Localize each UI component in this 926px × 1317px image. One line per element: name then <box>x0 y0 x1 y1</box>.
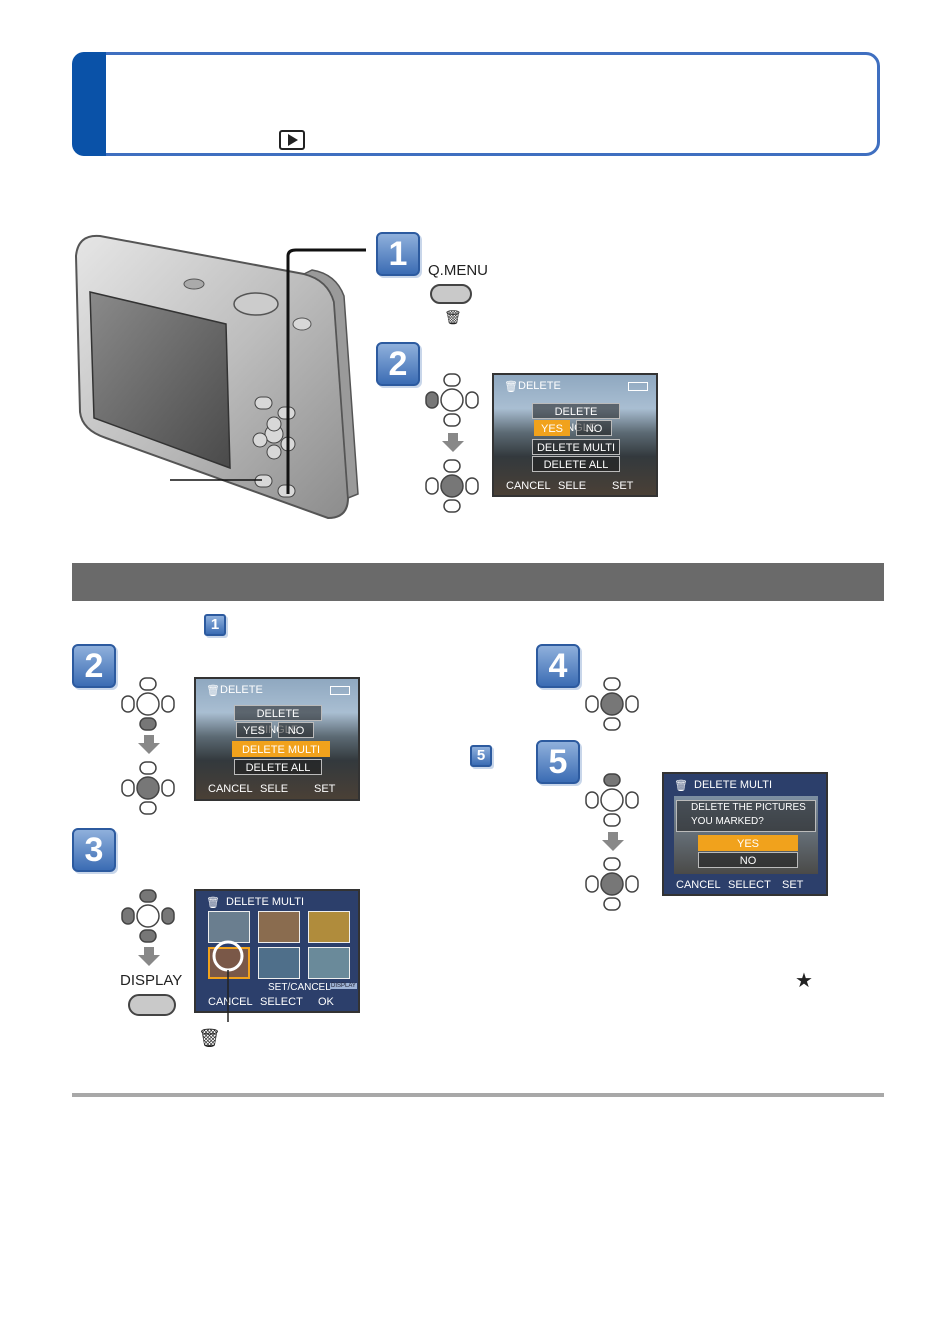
lcd-footer-set: SET <box>612 480 634 492</box>
cursor-pad-down[interactable] <box>120 676 180 736</box>
lcd-footer-cancel: CANCEL <box>208 996 253 1008</box>
menu-delete-all[interactable]: DELETE ALL <box>234 759 322 775</box>
qmenu-label: Q.MENU <box>428 262 488 279</box>
option-yes[interactable]: YES <box>534 420 570 436</box>
cursor-pad-all[interactable] <box>120 888 180 948</box>
menu-delete-multi[interactable]: DELETE MULTI <box>532 439 620 455</box>
lcd-title: DELETE <box>220 684 263 696</box>
option-yes[interactable]: YES <box>236 722 272 738</box>
option-no[interactable]: NO <box>698 852 798 868</box>
lcd-footer-set: SET <box>782 879 804 891</box>
step-2-badge-lower: 2 <box>72 644 116 688</box>
lcd-footer-select: SELE <box>558 480 587 492</box>
cursor-pad-set[interactable] <box>424 458 484 518</box>
lcd-footer-cancel: CANCEL <box>208 783 253 795</box>
lcd-confirm-delete: 🗑 DELETE MULTI DELETE THE PICTURES YOU M… <box>662 772 828 896</box>
battery-icon <box>628 382 648 391</box>
title-accent-stripe <box>72 52 106 156</box>
arrow-down-head <box>138 743 160 754</box>
option-no[interactable]: NO <box>278 722 314 738</box>
cursor-pad-left[interactable] <box>424 372 484 432</box>
display-tag: DISPLAY <box>330 983 357 989</box>
arrow-down-icon <box>608 832 618 840</box>
arrow-down-icon <box>144 947 154 955</box>
lcd-title: DELETE MULTI <box>226 896 305 908</box>
step-1-badge: 1 <box>376 232 420 276</box>
battery-icon <box>330 686 350 695</box>
display-label: DISPLAY <box>120 972 183 989</box>
cursor-pad-set[interactable] <box>584 856 644 916</box>
lcd-footer-select: SELECT <box>260 996 303 1008</box>
lcd-footer-ok: OK <box>318 996 334 1008</box>
arrow-down-head <box>602 840 624 851</box>
menu-delete-single[interactable]: DELETE SINGLE <box>532 403 620 434</box>
lcd-trash-icon: 🗑 <box>206 897 220 909</box>
lcd-footer-set: SET <box>314 783 336 795</box>
step-5-badge: 5 <box>536 740 580 784</box>
confirm-question: DELETE THE PICTURES YOU MARKED? <box>676 800 816 832</box>
lcd-footer-select: SELECT <box>728 879 771 891</box>
lcd-trash-icon: 🗑 <box>206 685 220 697</box>
cursor-pad-set[interactable] <box>120 760 180 820</box>
delete-mark-icon: 🗑 <box>198 1028 221 1048</box>
step-4-badge: 4 <box>536 644 580 688</box>
lcd-trash-icon: 🗑 <box>504 381 518 393</box>
arrow-down-head <box>138 955 160 966</box>
lcd-delete-multi-grid: 🗑 DELETE MULTI SET/CANCEL DISPLAY CANCEL… <box>194 889 360 1013</box>
thumbnail[interactable] <box>308 911 350 943</box>
lcd-footer-cancel: CANCEL <box>506 480 551 492</box>
lcd-footer-select: SELE <box>260 783 289 795</box>
ref-step-5-badge: 5 <box>470 745 492 767</box>
lcd-footer-cancel: CANCEL <box>676 879 721 891</box>
section-header-band <box>72 563 884 601</box>
option-yes[interactable]: YES <box>698 835 798 851</box>
lcd-delete-menu-top: 🗑 DELETE DELETE SINGLE YES NO DELETE MUL… <box>492 373 658 497</box>
selection-callout <box>212 940 244 1022</box>
menu-delete-all[interactable]: DELETE ALL <box>532 456 620 472</box>
thumbnail[interactable] <box>258 911 300 943</box>
menu-delete-multi[interactable]: DELETE MULTI <box>232 741 330 757</box>
cursor-pad-up[interactable] <box>584 772 644 832</box>
question-line-1: DELETE THE PICTURES <box>691 802 806 813</box>
playback-icon <box>279 130 305 150</box>
question-line-2: YOU MARKED? <box>691 816 764 827</box>
star-icon: ★ <box>795 970 813 992</box>
camera-illustration <box>74 234 366 520</box>
menu-delete-single[interactable]: DELETE SINGLE <box>234 705 322 736</box>
ref-step-1-badge: 1 <box>204 614 226 636</box>
trash-icon: 🗑 <box>444 309 462 325</box>
lcd-title: DELETE <box>518 380 561 392</box>
step-2-badge: 2 <box>376 342 420 386</box>
bottom-divider <box>72 1093 884 1097</box>
option-no[interactable]: NO <box>576 420 612 436</box>
thumbnail[interactable] <box>308 947 350 979</box>
display-button[interactable] <box>128 994 176 1016</box>
qmenu-button[interactable] <box>430 284 472 304</box>
title-box <box>72 52 880 156</box>
cursor-pad-set[interactable] <box>584 676 644 736</box>
arrow-down-icon <box>448 433 458 441</box>
lcd-title: DELETE MULTI <box>694 779 773 791</box>
set-cancel-label: SET/CANCEL <box>268 982 331 993</box>
step-3-badge: 3 <box>72 828 116 872</box>
lcd-delete-menu-multi: 🗑 DELETE DELETE SINGLE YES NO DELETE MUL… <box>194 677 360 801</box>
thumbnail[interactable] <box>258 947 300 979</box>
lcd-trash-icon: 🗑 <box>674 780 688 792</box>
arrow-down-icon <box>144 735 154 743</box>
arrow-down-head <box>442 441 464 452</box>
